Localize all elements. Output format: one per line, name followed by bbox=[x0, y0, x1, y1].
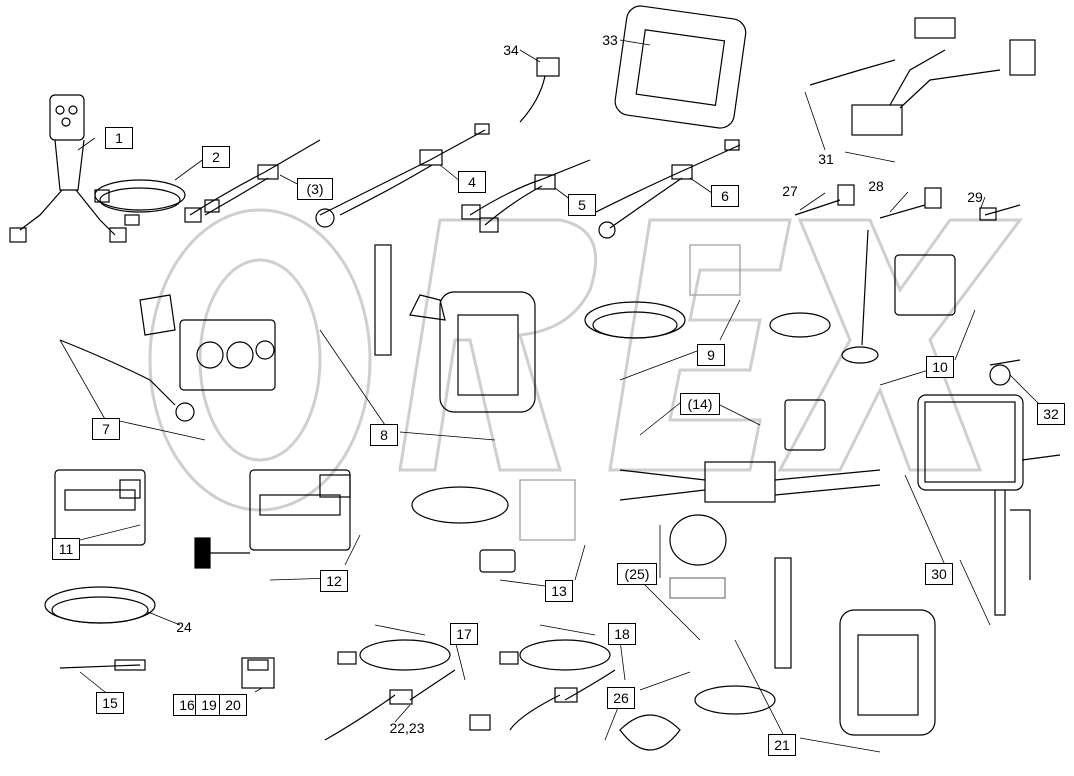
part-drawings bbox=[9, 5, 1061, 751]
callout-22-23: 22,23 bbox=[389, 720, 425, 736]
callout-12: 12 bbox=[320, 570, 348, 592]
dome-26 bbox=[619, 685, 776, 751]
callout-6: 6 bbox=[711, 185, 739, 207]
callout-28: 28 bbox=[868, 178, 884, 194]
callout-5: 5 bbox=[568, 194, 596, 216]
callout-33: 33 bbox=[602, 32, 618, 48]
panel-12 bbox=[194, 469, 351, 569]
callout-1: 1 bbox=[105, 127, 133, 149]
callout-30: 30 bbox=[925, 563, 953, 585]
camera-13 bbox=[411, 479, 576, 573]
harness-6 bbox=[589, 139, 741, 239]
clamp-32 bbox=[989, 359, 1021, 386]
connector-15 bbox=[59, 659, 146, 671]
callout-27: 27 bbox=[782, 183, 798, 199]
callout-8: 8 bbox=[370, 424, 398, 446]
callout-18: 18 bbox=[608, 623, 636, 645]
callout-21: 21 bbox=[768, 734, 796, 756]
callout-15: 15 bbox=[96, 692, 124, 714]
callout-2: 2 bbox=[202, 146, 230, 168]
callout-9: 9 bbox=[697, 344, 725, 366]
harness-4 bbox=[315, 123, 490, 228]
callout-24: 24 bbox=[176, 619, 192, 635]
camera-9 bbox=[584, 244, 741, 339]
cable-2 bbox=[94, 179, 186, 226]
antenna-10 bbox=[769, 229, 956, 364]
callout-13: 13 bbox=[545, 580, 573, 602]
harness-5 bbox=[461, 159, 591, 233]
callout-34: 34 bbox=[503, 42, 519, 58]
callout-11: 11 bbox=[52, 538, 80, 560]
cable-24 bbox=[44, 586, 156, 624]
gps-25 bbox=[669, 514, 727, 599]
callout-32: 32 bbox=[1037, 403, 1065, 425]
sensor-34 bbox=[519, 57, 560, 123]
screen-30 bbox=[917, 394, 1061, 616]
callout-20: 20 bbox=[219, 694, 247, 716]
callout-26: 26 bbox=[607, 687, 635, 709]
control-box-7 bbox=[59, 294, 276, 422]
callout-4: 4 bbox=[458, 171, 486, 193]
monitor-33 bbox=[614, 5, 747, 129]
harness-14 bbox=[619, 399, 881, 503]
callout-19: 19 bbox=[195, 694, 223, 716]
callout-29: 29 bbox=[967, 189, 983, 205]
display-8 bbox=[374, 244, 536, 413]
callout-25: (25) bbox=[617, 563, 657, 585]
display-21 bbox=[774, 557, 936, 736]
callout-14: (14) bbox=[680, 393, 720, 415]
disk-20 bbox=[241, 657, 275, 689]
harness-31 bbox=[809, 17, 1036, 136]
watermark-logo bbox=[148, 208, 1023, 512]
cable-17 bbox=[324, 639, 491, 741]
panel-11 bbox=[54, 469, 146, 546]
harness-3 bbox=[184, 139, 321, 223]
callout-31: 31 bbox=[818, 151, 834, 167]
callout-3: (3) bbox=[297, 178, 333, 200]
callout-7: 7 bbox=[92, 418, 120, 440]
callout-17: 17 bbox=[450, 623, 478, 645]
callout-10: 10 bbox=[926, 356, 954, 378]
connectors-27-29 bbox=[794, 184, 1021, 221]
joystick-part bbox=[9, 94, 127, 243]
cable-18 bbox=[499, 639, 616, 731]
